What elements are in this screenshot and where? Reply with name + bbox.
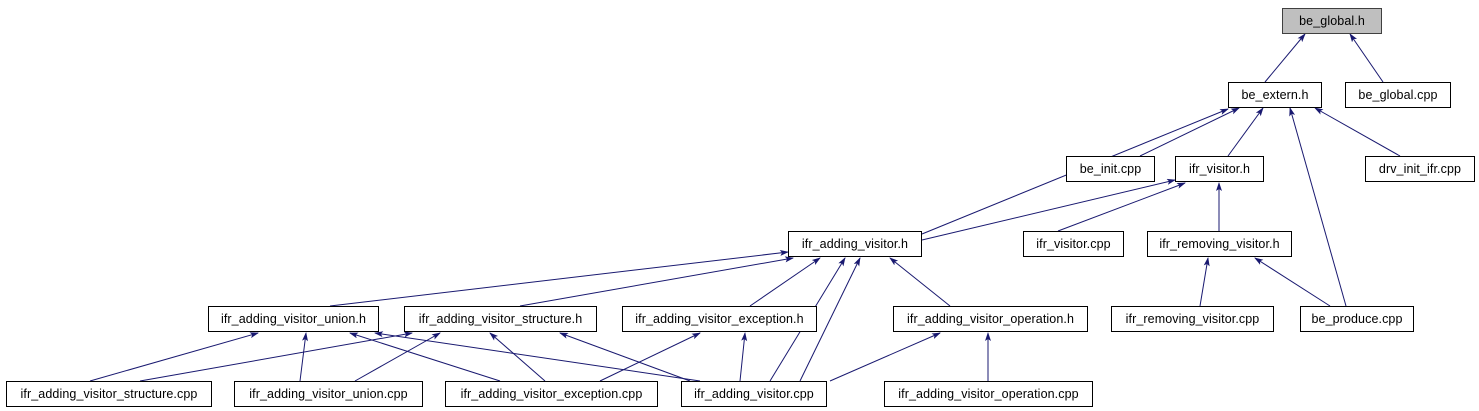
node-label: ifr_adding_visitor_structure.h xyxy=(418,311,583,326)
edge-be_extern_h-to-be_global_h xyxy=(1264,33,1306,83)
edge-ifr_adding_visitor_cpp-to-ifr_adding_visitor_h xyxy=(799,257,861,382)
node-ifr_visitor_h[interactable]: ifr_visitor.h xyxy=(1175,156,1264,182)
node-drv_init_ifr_cpp[interactable]: drv_init_ifr.cpp xyxy=(1365,156,1475,182)
edge-ifr_removing_visitor_cpp-to-ifr_removing_visitor_h xyxy=(1199,257,1210,307)
edge-ifr_adding_visitor_union_cpp-to-ifr_adding_visitor_structure_h xyxy=(354,332,441,382)
edge-ifr_adding_visitor_h-to-ifr_visitor_h xyxy=(921,178,1176,241)
edge-ifr_adding_visitor_structure_cpp-to-ifr_adding_visitor_union_h xyxy=(89,332,259,382)
node-label: ifr_adding_visitor_union.h xyxy=(220,311,367,326)
edge-ifr_adding_visitor_cpp-to-ifr_adding_visitor_structure_h xyxy=(559,332,691,382)
node-ifr_adding_visitor_h[interactable]: ifr_adding_visitor.h xyxy=(788,231,922,257)
edge-ifr_adding_visitor_union_cpp-to-ifr_adding_visitor_union_h xyxy=(299,332,308,382)
node-label: ifr_adding_visitor_operation.cpp xyxy=(898,386,1079,401)
node-label: be_produce.cpp xyxy=(1311,311,1403,326)
node-ifr_visitor_cpp[interactable]: ifr_visitor.cpp xyxy=(1023,231,1124,257)
node-ifr_adding_visitor_cpp[interactable]: ifr_adding_visitor.cpp xyxy=(681,381,827,407)
edge-be_global_cpp-to-be_global_h xyxy=(1349,33,1384,83)
node-be_init_cpp[interactable]: be_init.cpp xyxy=(1066,156,1155,182)
node-be_produce_cpp[interactable]: be_produce.cpp xyxy=(1300,306,1414,332)
node-label: be_global.cpp xyxy=(1358,87,1438,102)
edge-ifr_adding_visitor_cpp-to-ifr_adding_visitor_exception_h xyxy=(739,332,748,382)
node-label: be_global.h xyxy=(1299,13,1365,28)
node-ifr_adding_visitor_exception_cpp[interactable]: ifr_adding_visitor_exception.cpp xyxy=(445,381,658,407)
edge-drv_init_ifr_cpp-to-be_extern_h xyxy=(1314,107,1401,157)
node-label: ifr_adding_visitor.cpp xyxy=(694,386,814,401)
edge-ifr_adding_visitor_structure_cpp-to-ifr_adding_visitor_structure_h xyxy=(139,331,413,382)
node-label: drv_init_ifr.cpp xyxy=(1378,161,1462,176)
edge-ifr_adding_visitor_union_h-to-ifr_adding_visitor_h xyxy=(329,249,789,307)
edge-ifr_adding_visitor_exception_cpp-to-ifr_adding_visitor_exception_h xyxy=(599,332,701,382)
node-ifr_adding_visitor_union_cpp[interactable]: ifr_adding_visitor_union.cpp xyxy=(234,381,423,407)
node-label: ifr_adding_visitor_union.cpp xyxy=(249,386,408,401)
node-ifr_removing_visitor_h[interactable]: ifr_removing_visitor.h xyxy=(1147,231,1292,257)
edge-ifr_adding_visitor_exception_h-to-ifr_adding_visitor_h xyxy=(749,257,821,307)
node-label: ifr_visitor.h xyxy=(1188,161,1251,176)
node-ifr_adding_visitor_exception_h[interactable]: ifr_adding_visitor_exception.h xyxy=(622,306,817,332)
node-label: ifr_adding_visitor_exception.cpp xyxy=(460,386,643,401)
node-ifr_adding_visitor_union_h[interactable]: ifr_adding_visitor_union.h xyxy=(208,306,379,332)
node-label: ifr_adding_visitor_operation.h xyxy=(907,311,1074,326)
node-ifr_adding_visitor_structure_h[interactable]: ifr_adding_visitor_structure.h xyxy=(404,306,597,332)
edge-ifr_visitor_cpp-to-ifr_visitor_h xyxy=(1057,182,1186,232)
node-label: ifr_removing_visitor.h xyxy=(1159,236,1280,251)
node-label: be_init.cpp xyxy=(1079,161,1142,176)
node-label: ifr_adding_visitor_structure.cpp xyxy=(20,386,198,401)
edge-ifr_visitor_h-to-be_extern_h xyxy=(1227,107,1264,157)
node-ifr_adding_visitor_operation_h[interactable]: ifr_adding_visitor_operation.h xyxy=(893,306,1088,332)
node-label: ifr_adding_visitor_exception.h xyxy=(635,311,804,326)
edge-be_produce_cpp-to-ifr_removing_visitor_h xyxy=(1254,257,1331,307)
node-label: ifr_removing_visitor.cpp xyxy=(1125,311,1260,326)
node-ifr_adding_visitor_operation_cpp[interactable]: ifr_adding_visitor_operation.cpp xyxy=(884,381,1093,407)
edge-ifr_adding_visitor_exception_cpp-to-ifr_adding_visitor_structure_h xyxy=(489,332,546,382)
node-be_extern_h[interactable]: be_extern.h xyxy=(1228,82,1322,108)
edge-ifr_adding_visitor_cpp-to-ifr_adding_visitor_union_h xyxy=(374,331,701,382)
node-be_global_cpp[interactable]: be_global.cpp xyxy=(1345,82,1451,108)
edge-ifr_adding_visitor_exception_cpp-to-ifr_adding_visitor_union_h xyxy=(349,332,501,382)
edge-be_produce_cpp-to-be_extern_h xyxy=(1289,107,1347,307)
node-ifr_removing_visitor_cpp[interactable]: ifr_removing_visitor.cpp xyxy=(1111,306,1274,332)
edge-ifr_adding_visitor_operation_h-to-ifr_adding_visitor_h xyxy=(889,257,951,307)
edge-ifr_adding_visitor_structure_h-to-ifr_adding_visitor_h xyxy=(519,256,794,307)
node-label: ifr_visitor.cpp xyxy=(1036,236,1111,251)
node-be_global_h[interactable]: be_global.h xyxy=(1282,8,1382,34)
node-label: ifr_adding_visitor.h xyxy=(801,236,909,251)
node-ifr_adding_visitor_structure_cpp[interactable]: ifr_adding_visitor_structure.cpp xyxy=(6,381,212,407)
edges-group xyxy=(89,33,1401,382)
edge-be_init_cpp-to-be_extern_h xyxy=(1139,107,1240,157)
edge-ifr_adding_visitor_cpp-to-ifr_adding_visitor_operation_h xyxy=(829,332,941,382)
node-label: be_extern.h xyxy=(1241,87,1309,102)
